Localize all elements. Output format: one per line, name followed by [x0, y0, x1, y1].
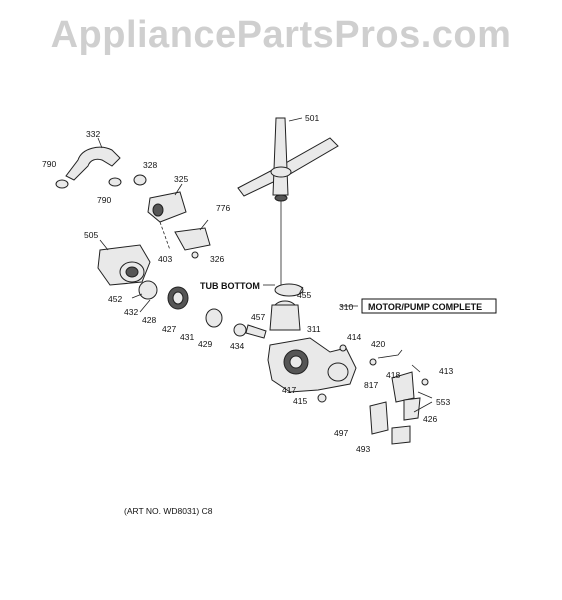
spray-arm-drawing [237, 117, 339, 290]
callout-457: 457 [251, 312, 265, 322]
seal-stack-drawing [131, 280, 267, 339]
callout-431: 431 [180, 332, 194, 342]
label-motor-pump-complete: MOTOR/PUMP COMPLETE [368, 302, 482, 312]
callout-426: 426 [423, 414, 437, 424]
callout-452: 452 [108, 294, 122, 304]
callout-501: 501 [305, 113, 319, 123]
watermark: AppliancePartsPros.com [50, 14, 512, 56]
callout-326: 326 [210, 254, 224, 264]
callout-432: 432 [124, 307, 138, 317]
callout-311: 311 [307, 324, 321, 334]
callout-790-upper: 790 [42, 159, 56, 169]
callout-414: 414 [347, 332, 361, 342]
callout-790-lower: 790 [97, 195, 111, 205]
callout-310: 310 [339, 302, 353, 312]
callout-493: 493 [356, 444, 370, 454]
callout-418: 418 [386, 370, 400, 380]
callout-420: 420 [371, 339, 385, 349]
callout-505: 505 [84, 230, 98, 240]
label-tub-bottom: TUB BOTTOM [200, 281, 260, 291]
motor-pump-box [361, 298, 497, 314]
callout-455: 455 [297, 290, 311, 300]
bracket-drawing [339, 344, 433, 445]
callout-325: 325 [174, 174, 188, 184]
callout-328: 328 [143, 160, 157, 170]
callout-776: 776 [216, 203, 230, 213]
callout-417: 417 [282, 385, 296, 395]
callout-817: 817 [364, 380, 378, 390]
callout-413: 413 [439, 366, 453, 376]
callout-429: 429 [198, 339, 212, 349]
callout-428: 428 [142, 315, 156, 325]
callout-415: 415 [293, 396, 307, 406]
housing-drawing [97, 239, 151, 286]
pump-drawing [267, 283, 357, 403]
leader-lines [263, 284, 421, 373]
callout-497: 497 [334, 428, 348, 438]
callout-434: 434 [230, 341, 244, 351]
callout-553: 553 [436, 397, 450, 407]
manifold-drawing [55, 137, 211, 259]
art-number: (ART NO. WD8031) C8 [124, 506, 213, 516]
callout-403: 403 [158, 254, 172, 264]
callout-332: 332 [86, 129, 100, 139]
callout-427: 427 [162, 324, 176, 334]
